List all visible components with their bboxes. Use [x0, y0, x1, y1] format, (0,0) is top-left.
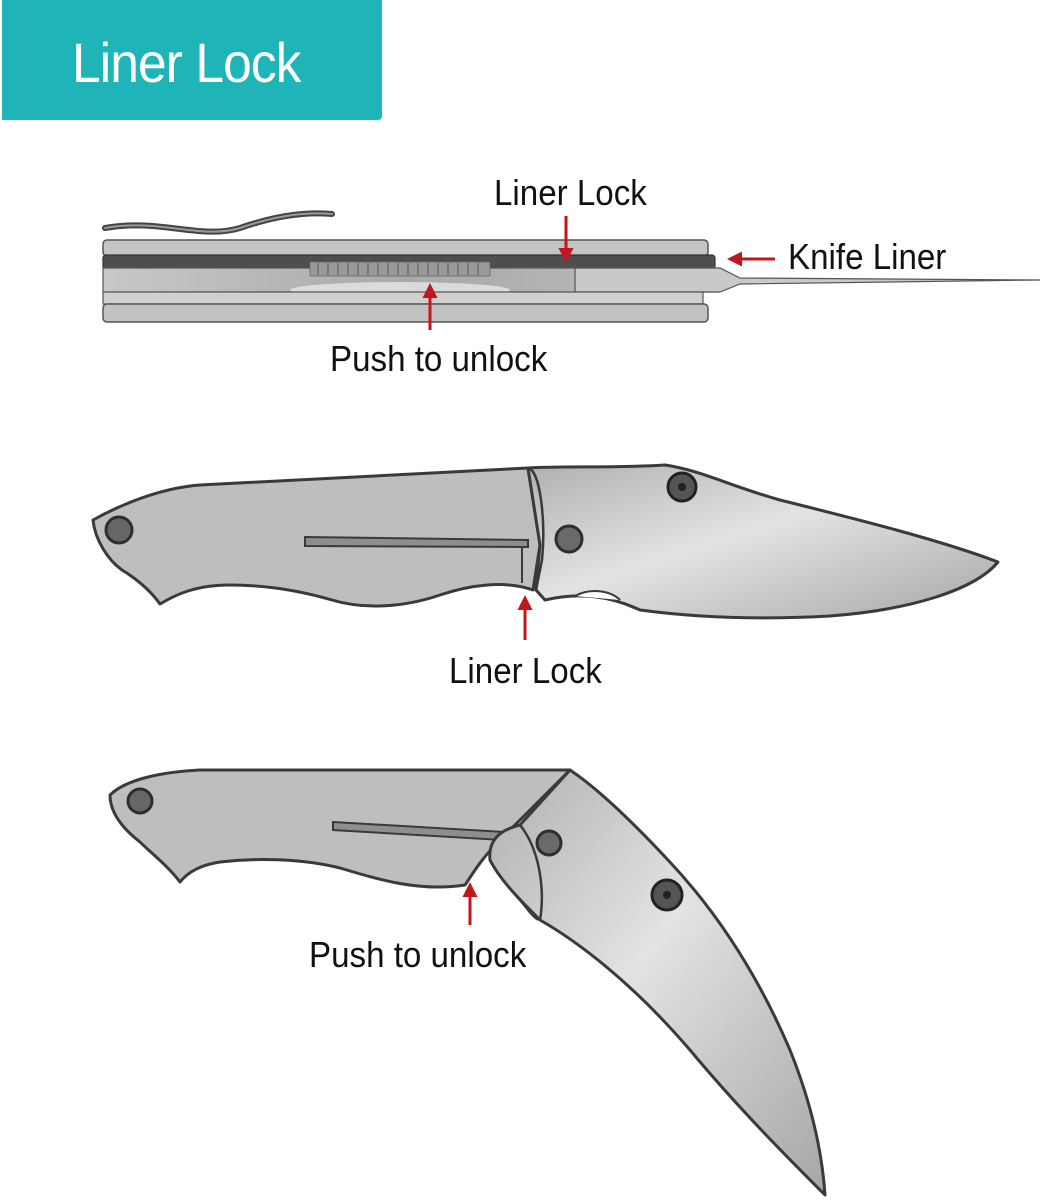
title-banner: Liner Lock	[2, 0, 382, 120]
pivot-screw-icon	[126, 787, 154, 815]
label-knife-liner: Knife Liner	[788, 236, 947, 277]
middle-knife-open	[91, 463, 1000, 620]
handle-scale-bottom	[102, 303, 709, 323]
label-top-push-to-unlock: Push to unlock	[330, 338, 548, 379]
liner-slot	[304, 535, 529, 549]
detent-texture	[309, 261, 491, 277]
label-top-liner-lock: Liner Lock	[494, 172, 647, 213]
page-title: Liner Lock	[72, 31, 301, 94]
pivot-screw-icon	[104, 515, 134, 545]
pivot-screw-icon	[535, 829, 563, 857]
handle-scale-middle	[102, 291, 704, 305]
pivot-screw-icon	[554, 524, 584, 554]
handle-scale-top	[102, 239, 709, 257]
pocket-clip	[102, 210, 335, 235]
label-middle-liner-lock: Liner Lock	[449, 650, 602, 691]
top-knife-side-view	[102, 210, 1041, 323]
label-bottom-push-to-unlock: Push to unlock	[309, 934, 527, 975]
blade	[488, 768, 827, 1197]
blade	[526, 463, 1000, 620]
bottom-knife-closing	[108, 768, 827, 1197]
